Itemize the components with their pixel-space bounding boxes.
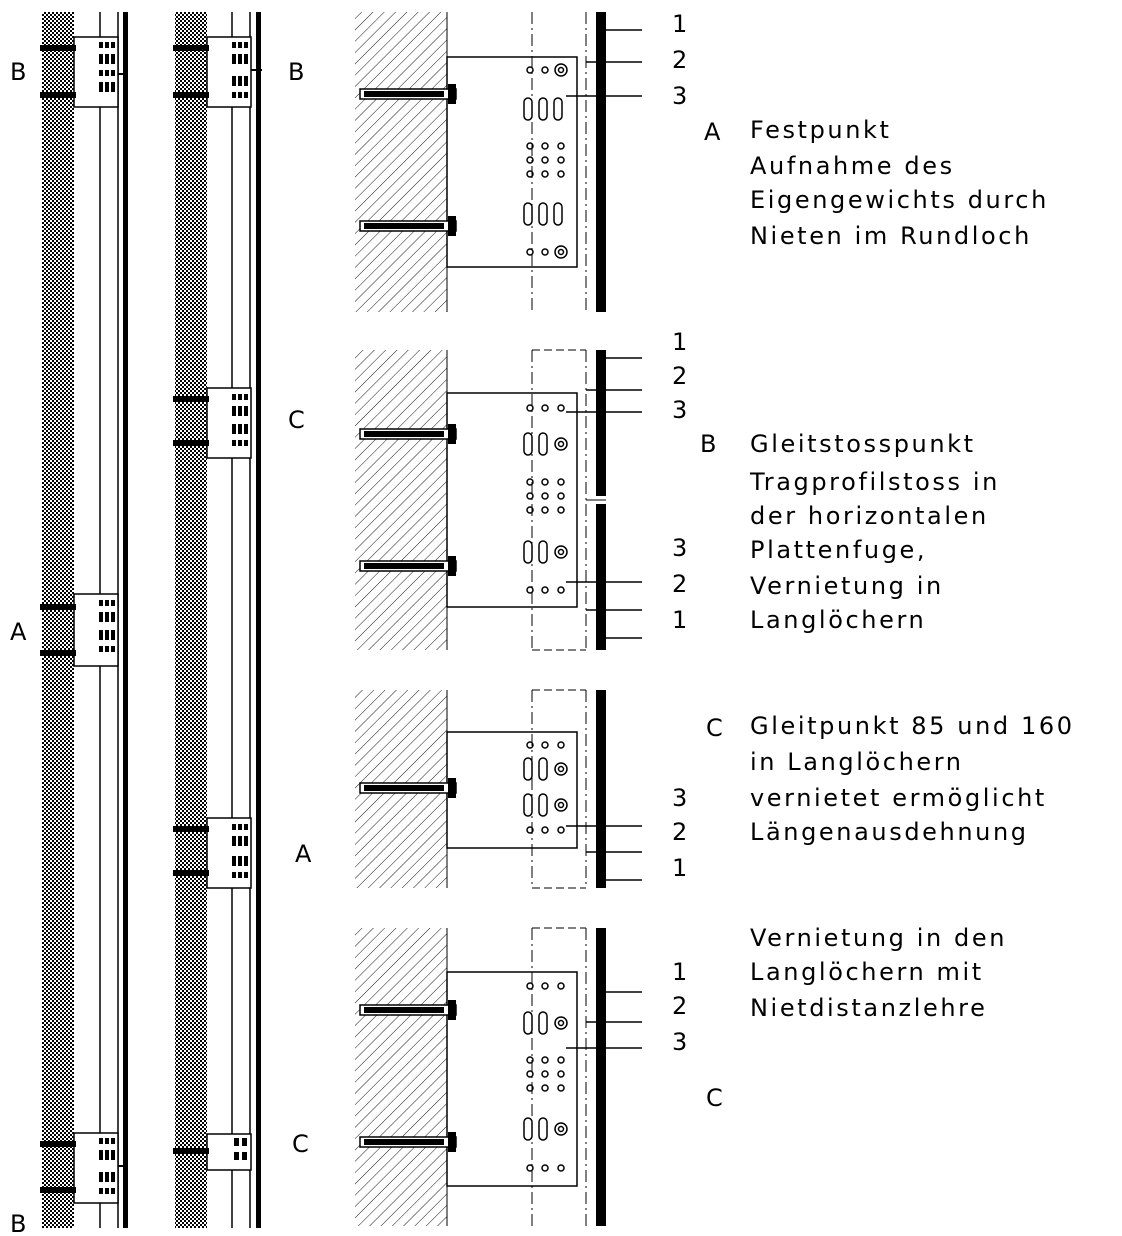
note-last-letter: C [706, 1084, 725, 1112]
masonry-wall [175, 12, 207, 1228]
wall-section [355, 350, 447, 650]
overview-column-1 [40, 12, 128, 1228]
label-col1-bottom: B [10, 1210, 28, 1236]
wall-section [355, 12, 447, 312]
anchor-bolt [359, 556, 457, 576]
label-col2-lower: A [295, 840, 313, 868]
detail-1-num-3: 3 [672, 82, 689, 110]
detail-2-num-1: 1 [672, 328, 689, 356]
label-col2-top: B [288, 58, 306, 86]
label-col1-mid: A [10, 618, 28, 646]
leader-lines [566, 825, 642, 881]
anchor-bolt [359, 1000, 457, 1020]
note-rivet: Vernietung in den Langlöchern mit Nietdi… [706, 924, 1007, 1112]
bracket-b-top [173, 36, 252, 108]
detail-1-num-1: 1 [672, 10, 689, 38]
bracket-plate [446, 56, 578, 268]
rivet-holes [523, 404, 568, 594]
note-c-line: Gleitpunkt 85 und 160 [750, 712, 1075, 740]
detail-1-num-2: 2 [672, 46, 689, 74]
facade-panel [123, 12, 128, 1228]
bracket-b-bottom [40, 1132, 128, 1204]
masonry-wall [42, 12, 74, 1228]
note-a-letter: A [704, 118, 723, 146]
detail-4-num-2: 2 [672, 992, 689, 1020]
note-b-line: Vernietung in [750, 572, 944, 600]
note-b-line: Tragprofilstoss in [749, 468, 1000, 496]
note-c-letter: C [706, 714, 725, 742]
detail-2-num-2: 2 [672, 362, 689, 390]
leader-lines [566, 991, 642, 1049]
note-c: C Gleitpunkt 85 und 160 in Langlöchern v… [706, 712, 1075, 846]
detail-1-festpunkt [355, 12, 642, 312]
note-b-line: Langlöchern [750, 606, 926, 634]
facade-panel-lower [596, 504, 606, 650]
detail-3-num-2: 2 [672, 818, 689, 846]
detail-3-gleitpunkt [355, 689, 642, 889]
detail-2-num-1b: 1 [672, 606, 689, 634]
detail-4-num-1: 1 [672, 958, 689, 986]
bracket-c-bottom [173, 1133, 252, 1171]
bracket-a [40, 593, 119, 667]
bracket-c-upper [173, 387, 252, 459]
leader-lines [566, 29, 642, 97]
note-b-letter: B [700, 430, 719, 458]
detail-3-num-1: 1 [672, 854, 689, 882]
bracket-plate [446, 392, 578, 608]
facade-panel-upper [596, 350, 606, 496]
note-b-line: Plattenfuge, [750, 536, 927, 564]
detail-4-gleitpunkt [355, 927, 642, 1226]
note-a-line: Aufnahme des [750, 152, 955, 180]
bracket-a-lower [173, 817, 252, 889]
facade-panel [596, 12, 606, 312]
bracket-b-top [40, 36, 128, 108]
note-b-line: der horizontalen [750, 502, 989, 530]
note-b: B Gleitstosspunkt Tragprofilstoss in der… [700, 430, 1000, 634]
note-c-line: Längenausdehnung [750, 818, 1029, 846]
anchor-bolt [359, 424, 457, 444]
facade-panel [596, 928, 606, 1226]
label-col1-top: B [10, 58, 28, 86]
leader-lines [566, 357, 642, 639]
rivet-holes [523, 63, 568, 259]
detail-2-num-3: 3 [672, 396, 689, 424]
note-b-line: Gleitstosspunkt [750, 430, 976, 458]
label-col2-bottom: C [292, 1130, 311, 1158]
facade-panel [596, 690, 606, 888]
anchor-bolt [359, 84, 457, 104]
anchor-bolt [359, 216, 457, 236]
rivet-holes [523, 741, 568, 834]
rivet-holes [523, 982, 568, 1172]
note-a-line: Nieten im Rundloch [750, 222, 1032, 250]
note-rivet-line: Nietdistanzlehre [750, 994, 987, 1022]
label-col2-upper: C [288, 406, 307, 434]
note-rivet-line: Langlöchern mit [750, 958, 984, 986]
detail-2-gleitstosspunkt [355, 349, 642, 651]
overview-column-2 [173, 12, 262, 1228]
detail-3-num-3: 3 [672, 784, 689, 812]
anchor-bolt [359, 778, 457, 798]
detail-2-num-3b: 3 [672, 534, 689, 562]
detail-2-num-2b: 2 [672, 570, 689, 598]
facade-panel [256, 12, 261, 1228]
detail-4-num-3: 3 [672, 1028, 689, 1056]
bracket-plate [446, 971, 578, 1187]
note-a-line: Eigengewichts durch [750, 186, 1049, 214]
wall-section [355, 928, 447, 1226]
note-a-line: Festpunkt [750, 116, 892, 144]
anchor-bolt [359, 1132, 457, 1152]
note-c-line: in Langlöchern [750, 748, 964, 776]
note-a: A Festpunkt Aufnahme des Eigengewichts d… [704, 116, 1049, 250]
note-c-line: vernietet ermöglicht [750, 784, 1047, 812]
note-rivet-line: Vernietung in den [750, 924, 1007, 952]
